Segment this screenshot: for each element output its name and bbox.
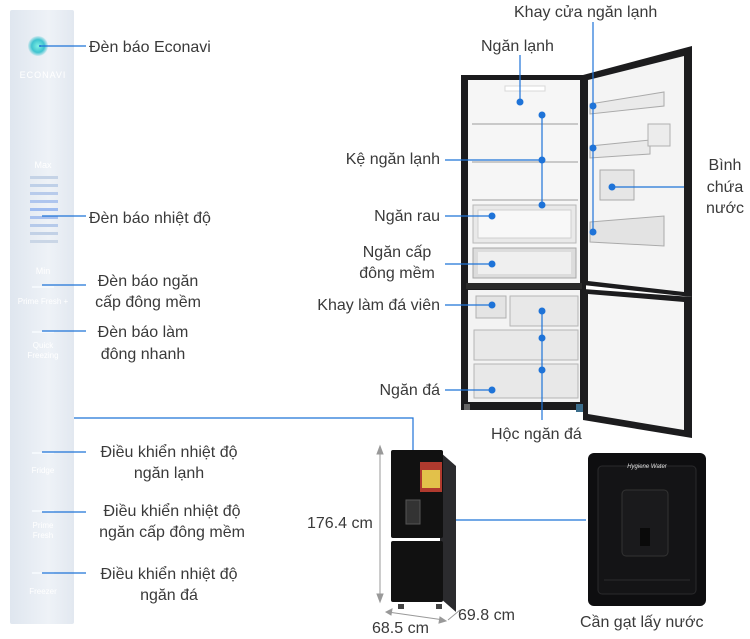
label-freezer-control-2: ngăn đá (140, 587, 198, 604)
label-water-tank-1: Bình (708, 157, 742, 174)
label-quick-freeze-indicator-1: Đèn báo làm (97, 324, 189, 341)
label-water-tank-2: chứa (706, 179, 744, 196)
label-prime-fresh-indicator-1: Đèn báo ngăn (97, 273, 199, 290)
label-fridge-compartment: Ngăn lạnh (481, 38, 554, 55)
label-ice-tray: Khay làm đá viên (317, 297, 440, 314)
fridge-button-label: Fridge (31, 466, 55, 475)
quick-freezing-label-2: Freezing (27, 351, 59, 360)
temperature-bars (30, 176, 58, 261)
label-econavi: Đèn báo Econavi (89, 39, 211, 56)
prime-fresh-button-light (32, 510, 54, 512)
door-bin (589, 91, 665, 115)
freezer-drawer (473, 363, 579, 399)
dimension-height: 176.4 cm (307, 515, 373, 532)
interior-light (504, 85, 546, 92)
fridge-button-light (32, 452, 54, 454)
label-freezer: Ngăn đá (379, 382, 441, 399)
min-label: Min (35, 266, 51, 276)
panel-connector (74, 417, 414, 460)
label-soft-freeze-control-1: Điều khiển nhiệt độ (103, 503, 241, 520)
prime-fresh-plus-label: Prime Fresh + (17, 297, 69, 306)
quick-freezing-indicator-light (32, 331, 54, 333)
label-door-tray: Khay cửa ngăn lạnh (514, 4, 658, 21)
dispenser-lever (621, 489, 669, 557)
door-bin (589, 139, 651, 159)
dispenser-caption: Cần gạt lấy nước (580, 614, 704, 631)
control-panel (10, 10, 74, 624)
label-water-tank-3: nước (705, 200, 745, 217)
econavi-indicator-light (28, 36, 48, 56)
label-soft-freeze-2: đông mềm (359, 265, 435, 282)
label-freezer-control-1: Điều khiển nhiệt độ (100, 566, 238, 583)
dimension-depth: 69.8 cm (458, 607, 515, 624)
depth-dimension-line (447, 609, 461, 621)
door-bin (589, 215, 665, 247)
fridge-front-lower-door (391, 541, 443, 602)
econavi-brand: ECONAVI (19, 70, 67, 80)
label-prime-fresh-indicator-2: cấp đông mềm (95, 294, 201, 311)
label-soft-freeze-1: Ngăn cấp (362, 244, 432, 261)
dispenser-brand: Hygiene Water (627, 464, 667, 470)
fridge-front-dispenser (405, 499, 421, 525)
quick-freezing-label-1: Quick (32, 341, 54, 350)
prime-fresh-button-label-1: Prime (32, 521, 54, 530)
width-dimension-line (387, 611, 445, 621)
prime-fresh-indicator-light (32, 286, 54, 288)
label-freezer-drawer: Hộc ngăn đá (491, 426, 582, 443)
label-quick-freeze-indicator-2: đông nhanh (100, 346, 186, 363)
label-soft-freeze-control-2: ngăn cấp đông mềm (99, 524, 245, 541)
water-tank (599, 169, 635, 201)
label-fridge-control-2: ngăn lạnh (133, 465, 205, 482)
label-fridge-control-1: Điều khiển nhiệt độ (100, 444, 238, 461)
dimension-width: 68.5 cm (372, 620, 429, 637)
label-vegetable: Ngăn rau (374, 208, 440, 225)
freezer-button-label: Freezer (29, 587, 57, 596)
prime-fresh-button-label-2: Fresh (32, 531, 54, 540)
label-fridge-shelf: Kệ ngăn lạnh (345, 151, 440, 168)
fridge-front-side (440, 452, 456, 612)
max-label: Max (34, 160, 52, 170)
label-temp-indicator: Đèn báo nhiệt độ (89, 210, 211, 227)
freezer-drawer (473, 329, 579, 361)
